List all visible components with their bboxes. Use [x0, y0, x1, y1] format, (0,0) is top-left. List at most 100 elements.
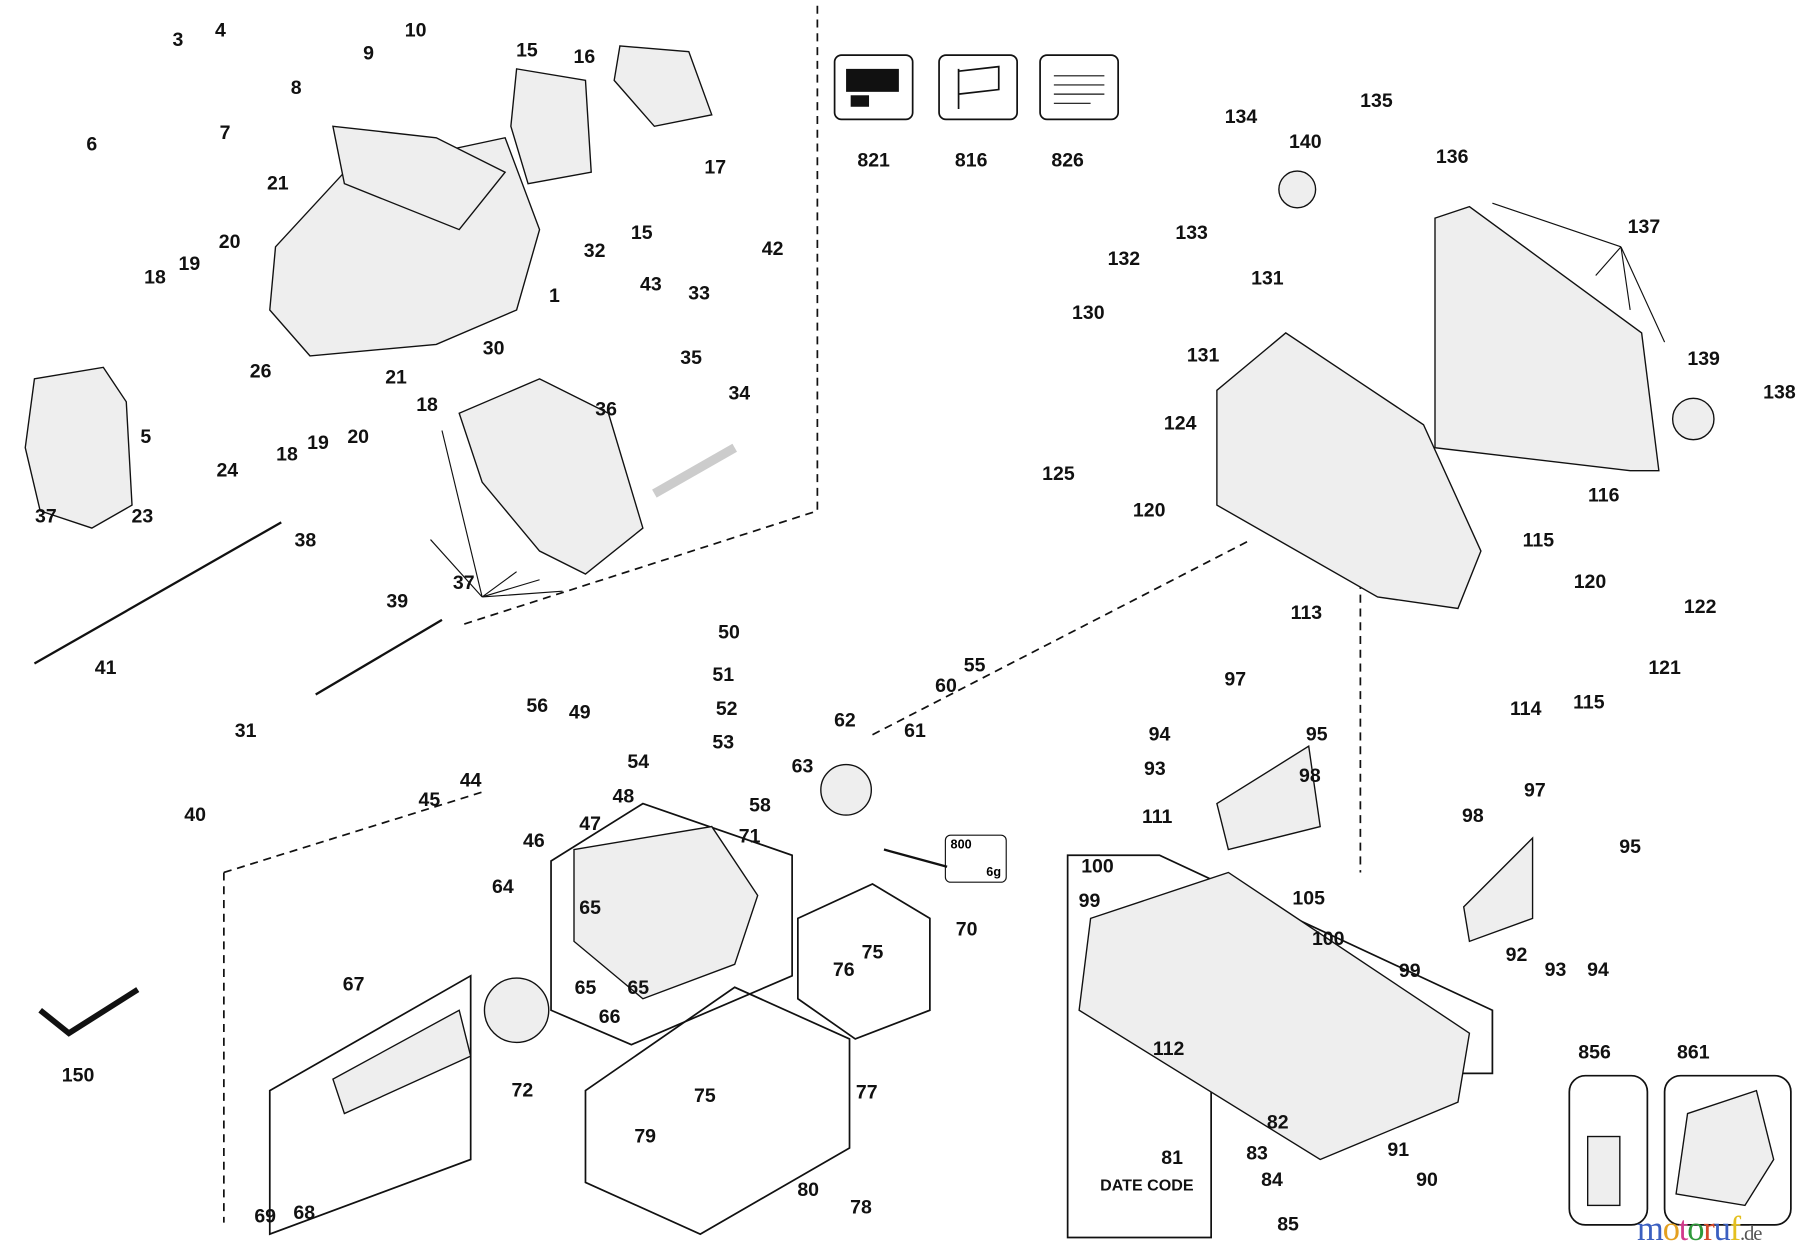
watermark-letter: o	[1687, 1209, 1704, 1248]
group-67-bracket	[268, 974, 472, 1236]
rod-34	[652, 443, 737, 498]
part-label-21: 21	[385, 366, 407, 389]
part-label-5: 5	[140, 425, 152, 448]
part-label-135: 135	[1360, 89, 1393, 112]
part-label-121: 121	[1648, 656, 1681, 679]
part-label-861: 861	[1677, 1041, 1710, 1064]
watermark-suffix: .de	[1740, 1221, 1762, 1245]
part-label-77: 77	[855, 1081, 878, 1104]
watermark-letter: o	[1662, 1209, 1680, 1248]
part-label-95: 95	[1619, 835, 1642, 858]
part-label-136: 136	[1435, 145, 1469, 168]
part-label-79: 79	[634, 1125, 657, 1147]
part-label-856: 856	[1578, 1041, 1611, 1064]
box-856	[1568, 1074, 1649, 1226]
part-label-78: 78	[850, 1196, 872, 1219]
part-label-32: 32	[583, 239, 606, 262]
part-label-16: 16	[573, 45, 596, 68]
fence-92	[1462, 836, 1534, 943]
base-guard-113	[1216, 332, 1482, 610]
dashed-boundary-lower	[222, 791, 483, 1223]
part-label-93: 93	[1144, 757, 1166, 780]
part-label-18: 18	[144, 266, 166, 289]
part-label-140: 140	[1288, 130, 1322, 153]
part-label-20: 20	[347, 425, 370, 448]
upper-guard-136	[1434, 205, 1660, 472]
part-label-139: 139	[1687, 347, 1720, 370]
part-label-69: 69	[254, 1205, 277, 1228]
part-label-17: 17	[704, 156, 727, 178]
part-label-42: 42	[761, 237, 784, 260]
grease-badge-bottom: 6g	[986, 865, 1002, 880]
part-label-10: 10	[404, 19, 427, 42]
part-label-15: 15	[630, 221, 653, 244]
part-label-115: 115	[1522, 529, 1555, 552]
part-label-64: 64	[491, 875, 514, 898]
part-label-82: 82	[1266, 1111, 1289, 1134]
part-label-43: 43	[640, 273, 662, 296]
gear-62	[820, 763, 873, 816]
part-label-23: 23	[131, 505, 154, 527]
grease-badge-top: 800	[950, 838, 972, 852]
hex-key-150	[38, 987, 140, 1037]
part-label-130: 130	[1072, 301, 1105, 324]
part-label-75: 75	[694, 1084, 716, 1107]
part-label-99: 99	[1398, 959, 1421, 982]
part-label-60: 60	[935, 675, 957, 697]
part-label-63: 63	[791, 755, 814, 778]
part-label-18: 18	[416, 393, 438, 416]
part-label-33: 33	[688, 282, 710, 305]
part-label-39: 39	[386, 590, 409, 612]
watermark-letter: t	[1678, 1209, 1689, 1248]
part-label-61: 61	[904, 719, 926, 742]
part-label-58: 58	[749, 794, 771, 817]
part-label-98: 98	[1462, 804, 1484, 827]
part-label-62: 62	[834, 709, 856, 732]
part-label-100: 100	[1311, 927, 1345, 950]
part-label-114: 114	[1509, 697, 1542, 720]
part-label-821: 821	[857, 149, 890, 172]
part-label-131: 131	[1186, 344, 1220, 367]
part-label-81: 81	[1161, 1146, 1183, 1169]
fence-111	[1216, 745, 1321, 851]
o-ring-139	[1671, 397, 1715, 441]
watermark-letter: u	[1713, 1209, 1731, 1248]
part-label-125: 125	[1042, 462, 1075, 485]
part-label-56: 56	[526, 694, 549, 717]
part-label-115: 115	[1573, 691, 1605, 713]
part-label-72: 72	[511, 1079, 534, 1101]
part-label-75: 75	[861, 941, 884, 964]
side-handle-36	[458, 378, 644, 575]
part-label-15: 15	[516, 39, 538, 61]
part-label-53: 53	[712, 731, 735, 754]
watermark-letter: r	[1703, 1209, 1714, 1248]
part-label-97: 97	[1224, 668, 1247, 690]
watermark-logo: motoruf.de	[1637, 1209, 1762, 1249]
part-label-132: 132	[1107, 247, 1141, 270]
box-861	[1663, 1074, 1792, 1226]
part-label-8: 8	[290, 76, 302, 99]
part-label-85: 85	[1277, 1213, 1299, 1236]
watermark-letter: f	[1729, 1209, 1741, 1248]
part-label-124: 124	[1163, 412, 1197, 434]
cable-41	[33, 521, 282, 665]
grease-badge: 800 6g	[944, 834, 1007, 883]
ring-140	[1278, 170, 1317, 209]
cable-39	[315, 618, 443, 696]
part-label-95: 95	[1305, 723, 1328, 746]
part-label-116: 116	[1588, 484, 1620, 507]
part-label-21: 21	[266, 172, 289, 195]
part-label-83: 83	[1246, 1142, 1268, 1165]
handle	[332, 125, 507, 231]
part-label-52: 52	[715, 697, 738, 720]
part-label-55: 55	[963, 654, 986, 677]
dashed-boundary-upper	[458, 5, 819, 627]
part-label-80: 80	[797, 1178, 820, 1201]
part-label-133: 133	[1175, 221, 1208, 244]
part-label-51: 51	[712, 663, 735, 686]
part-label-40: 40	[184, 803, 207, 826]
base-plate-81	[1078, 871, 1471, 1161]
dashed-axis-line	[872, 538, 1252, 736]
part-label-93: 93	[1544, 958, 1567, 981]
part-label-44: 44	[459, 769, 482, 791]
